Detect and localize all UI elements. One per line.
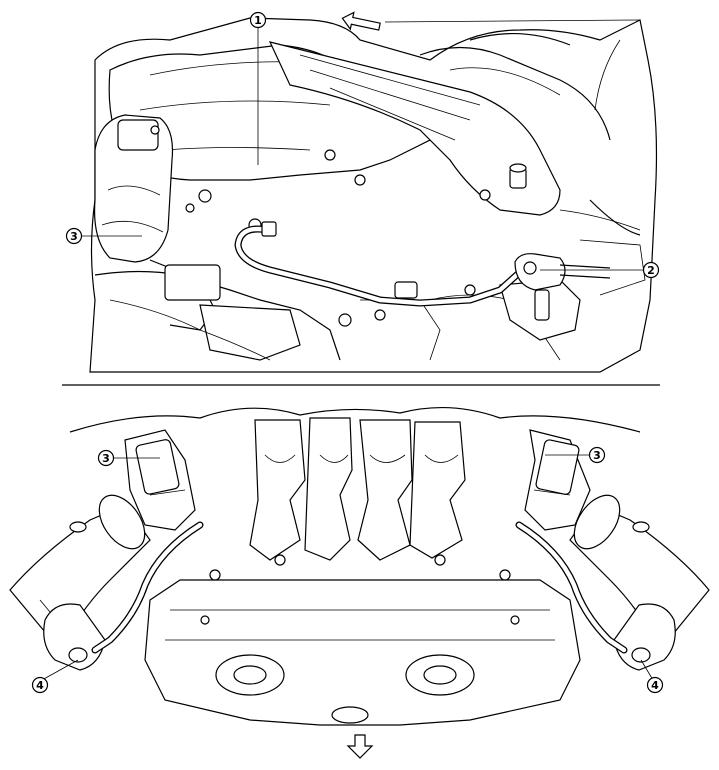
callout-3-top: 3 <box>65 227 83 245</box>
down-arrow-icon <box>346 734 374 759</box>
callout-label: 3 <box>70 230 78 243</box>
callout-4-bottom-right: 4 <box>646 676 664 694</box>
callout-1: 1 <box>249 11 267 29</box>
callout-label: 3 <box>102 452 110 465</box>
top-view-panel: 1 2 3 <box>65 11 660 373</box>
callout-label: 3 <box>593 449 601 462</box>
callout-label: 2 <box>647 264 655 277</box>
callout-label: 1 <box>254 14 262 27</box>
front-direction-arrow-icon <box>341 11 381 31</box>
callout-3-bottom-left: 3 <box>97 449 115 467</box>
callout-label: 4 <box>36 679 44 692</box>
callout-3-bottom-right: 3 <box>588 446 606 464</box>
callout-2: 2 <box>642 261 660 279</box>
callout-label: 4 <box>651 679 659 692</box>
bolt-icons <box>185 149 491 327</box>
bottom-view-panel: 3 3 4 4 <box>9 406 710 759</box>
callout-4-bottom-left: 4 <box>31 676 49 694</box>
